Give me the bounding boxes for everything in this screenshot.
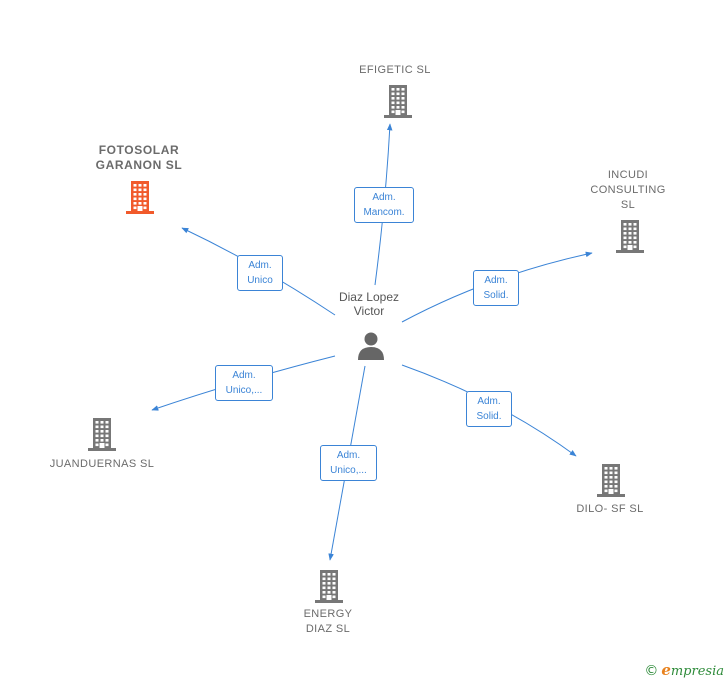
company-label-juanduernas[interactable]: JUANDUERNAS SL [49,458,155,470]
role-badge-dilo[interactable]: Adm. Solid. [466,391,512,427]
role-badge-efigetic[interactable]: Adm. Mancom. [354,187,414,223]
person-icon[interactable] [356,330,386,360]
building-icon[interactable] [614,219,646,253]
role-badge-juanduernas[interactable]: Adm. Unico,... [215,365,273,401]
company-label-energy[interactable]: ENERGY DIAZ SL [303,608,353,635]
copyright-icon: © [644,663,659,679]
company-label-fotosolar[interactable]: FOTOSOLAR GARANON SL [95,143,183,172]
building-icon-highlighted[interactable] [124,180,156,214]
building-icon[interactable] [313,569,345,603]
role-badge-fotosolar[interactable]: Adm. Unico [237,255,283,291]
company-label-incudi[interactable]: INCUDI CONSULTING SL [590,169,666,211]
building-icon[interactable] [595,463,627,497]
brand-logo: ©empresia [644,661,724,679]
building-icon[interactable] [86,417,118,451]
company-label-efigetic[interactable]: EFIGETIC SL [359,64,431,76]
role-badge-energy[interactable]: Adm. Unico,... [320,445,377,481]
building-icon[interactable] [382,84,414,118]
company-label-dilo[interactable]: DILO- SF SL [576,503,644,515]
person-name: Diaz Lopez Victor [338,290,400,318]
role-badge-incudi[interactable]: Adm. Solid. [473,270,519,306]
